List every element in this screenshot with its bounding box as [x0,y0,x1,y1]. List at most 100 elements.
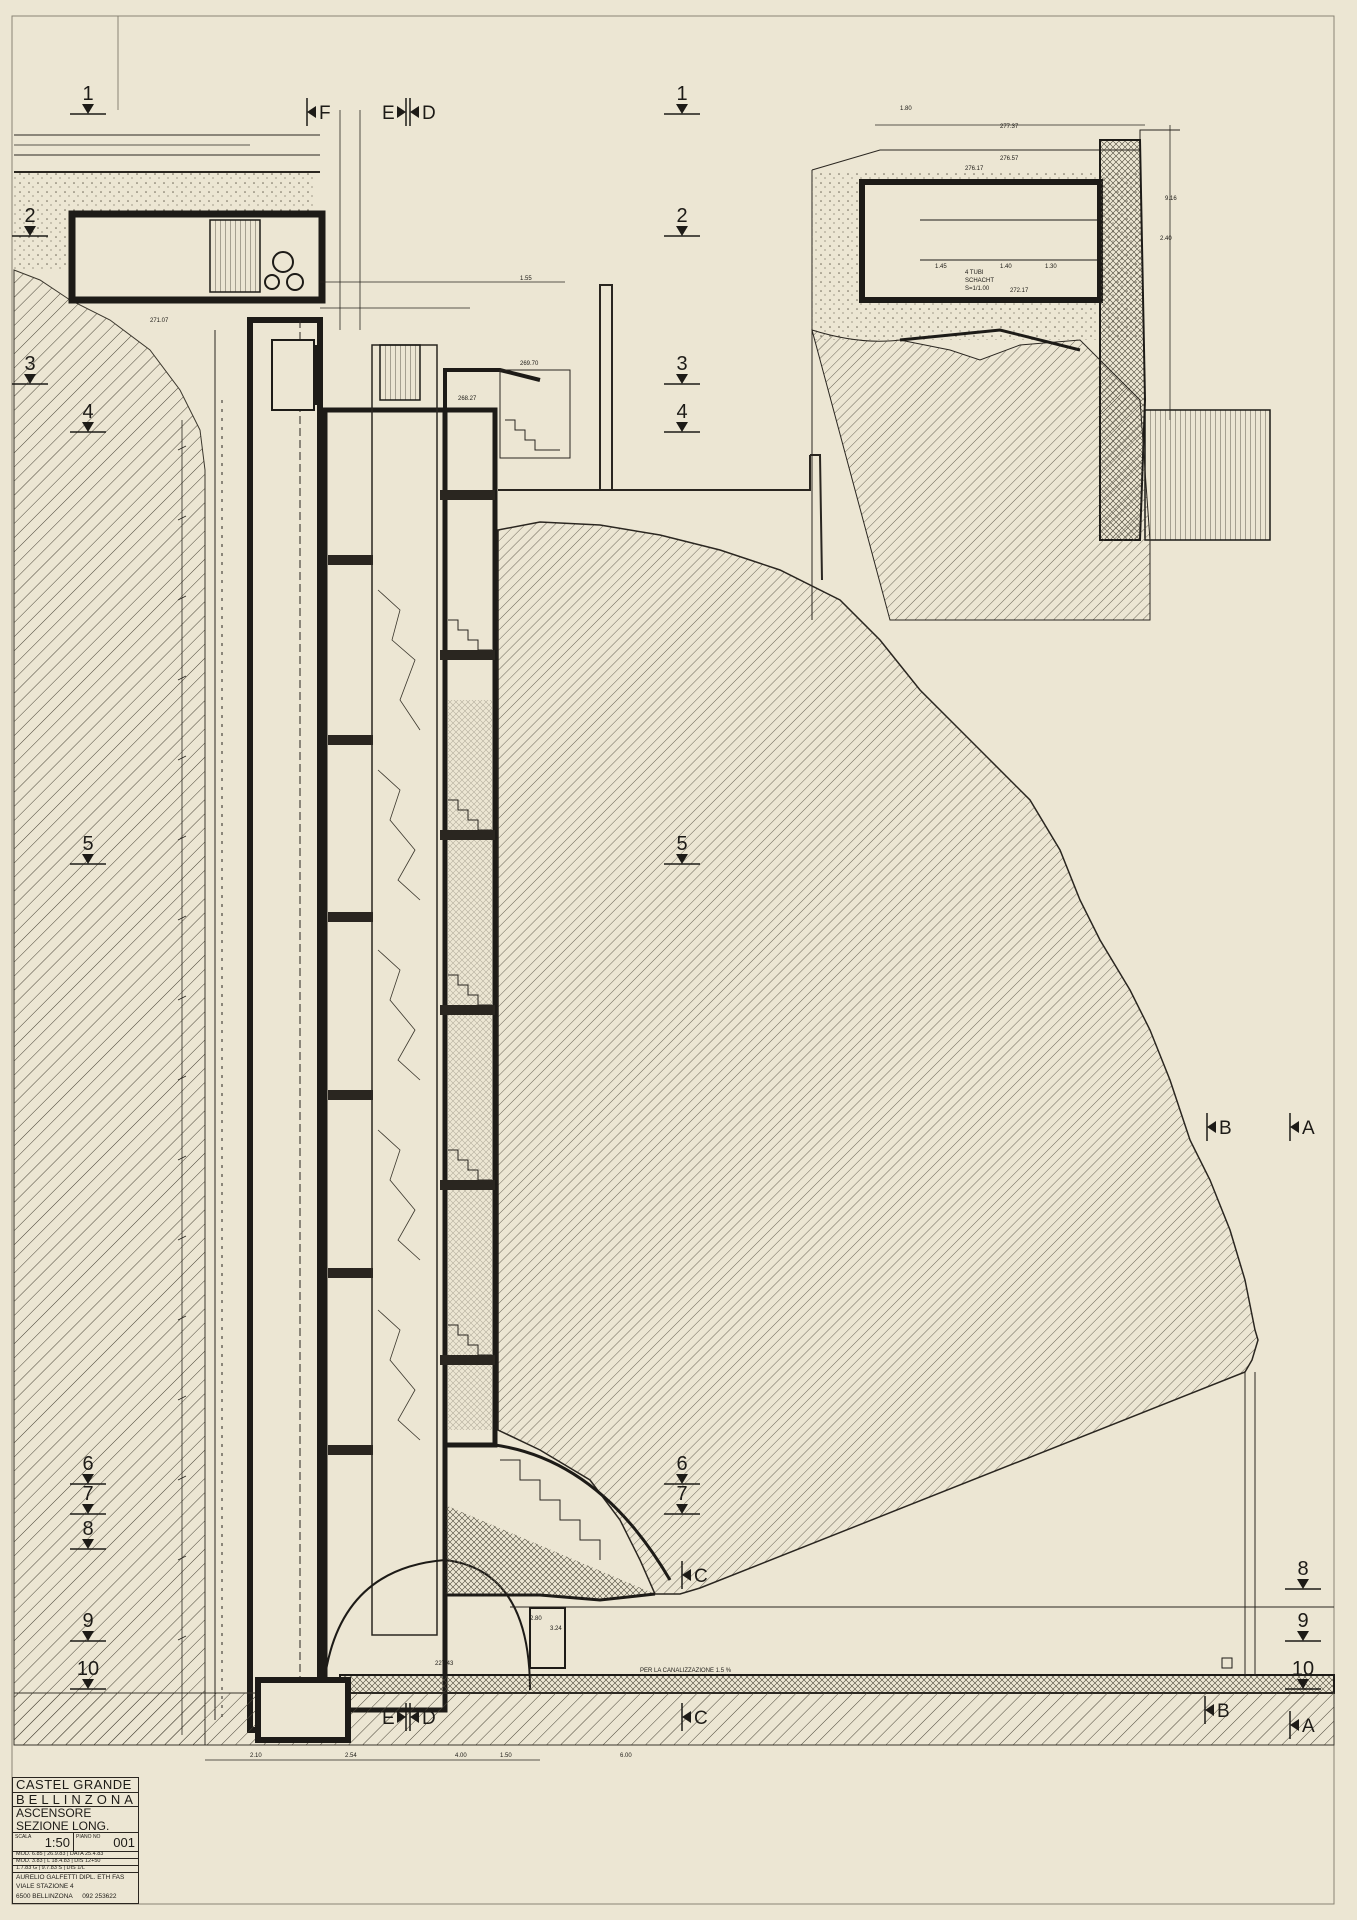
scale-label: SCALA [15,1834,32,1841]
elevation-label-2: 276.17 [965,166,984,172]
section-marker-bottom-c-label: C [694,1708,708,1729]
title-line3: ASCENSORE [16,1806,92,1821]
level-marker-middle-0-label: 1 [676,83,687,105]
elevation-label-6: 268.27 [458,396,477,402]
section-marker-mid-c-label: C [694,1566,708,1587]
level-marker-right-1: 9 [1285,1610,1321,1642]
level-marker-middle-4: 5 [664,833,700,865]
level-triangle-icon [82,1631,94,1641]
section-marker-top-f: F [306,98,331,126]
section-arrow-icon [1290,1719,1299,1731]
section-marker-bottom-c: C [681,1703,708,1731]
section-marker-bottom-e-label: E [382,1708,395,1729]
title-block: CASTEL GRANDE BELLINZONA ASCENSORE SEZIO… [12,1777,139,1904]
level-triangle-icon [1297,1631,1309,1641]
level-marker-middle-3-label: 4 [676,401,687,423]
section-marker-bottom-a: A [1289,1711,1315,1739]
level-marker-left-1-label: 2 [24,205,35,227]
dimension-label-1: 1.45 [935,264,947,270]
elevation-labels: 277.37276.57276.17272.17271.07269.70268.… [150,124,1029,1667]
elevator-shaft [247,317,323,1733]
mod-row-3: 1.7.83 G | 9.7.83 S | DIS 1/L [13,1865,138,1873]
title-line2: BELLINZONA [13,1792,138,1808]
level-marker-middle-0: 1 [664,83,700,115]
door [529,1607,566,1669]
level-triangle-icon [676,422,688,432]
elevation-label-7: 227.43 [435,1661,454,1667]
level-triangle-icon [82,1679,94,1689]
stone-wall [442,407,498,1448]
level-marker-left-7: 8 [70,1518,106,1550]
level-triangle-icon [676,374,688,384]
plan-label: PIANO NO [76,1834,101,1841]
inset-detail [811,124,1271,621]
level-marker-left-3: 4 [70,401,106,433]
section-marker-top-f-label: F [319,103,331,124]
address-line2: 6500 BELLINZONA [16,1892,73,1900]
level-triangle-icon [82,1539,94,1549]
section-marker-top-d-label: D [422,103,436,124]
level-marker-left-0: 1 [70,83,106,115]
section-marker-bottom-d: D [409,1703,436,1731]
curved-wall [494,1443,672,1581]
dimension-label-9: 2.80 [530,1616,542,1622]
dimension-label-7: 4.00 [455,1753,467,1759]
title-line1: CASTEL GRANDE [13,1778,138,1793]
stone-texture [377,589,421,1441]
level-triangle-icon [676,104,688,114]
level-triangle-icon [82,1504,94,1514]
section-marker-bottom-a-label: A [1302,1716,1315,1737]
channel-slab [339,1674,1335,1694]
rock-mass-right [497,521,1259,1595]
section-arrow-icon [397,1711,406,1723]
level-marker-left-9: 10 [70,1658,106,1690]
stair-flights [448,619,492,1356]
level-marker-middle-2: 3 [664,353,700,385]
level-markers-middle: 1 2 3 4 5 6 7 [664,83,700,1515]
level-triangle-icon [24,374,36,384]
scale-row: SCALA 1:50 PIANO NO 001 [13,1833,138,1853]
plan-value: 001 [113,1835,135,1851]
elevation-label-1: 276.57 [1000,156,1019,162]
level-marker-left-9-label: 10 [77,1658,99,1680]
elevation-label-0: 277.37 [1000,124,1019,130]
section-marker-mid-c: C [681,1561,708,1589]
level-marker-middle-1: 2 [664,205,700,237]
section-arrow-icon [397,106,406,118]
section-marker-bottom-d-label: D [422,1708,436,1729]
level-marker-middle-4-label: 5 [676,833,687,855]
section-marker-right-a: A [1289,1113,1315,1141]
section-arrow-icon [410,1711,419,1723]
level-marker-left-6-label: 7 [82,1483,93,1505]
dimension-label-11: 1.50 [500,1753,512,1759]
machine-room [68,210,326,304]
level-marker-left-6: 7 [70,1483,106,1515]
level-marker-left-2-label: 3 [24,353,35,375]
schacht-annotation: SCHACHT [965,278,994,284]
elevation-label-3: 272.17 [1010,288,1029,294]
section-marker-top-e: E [382,98,407,126]
scale-value: 1:50 [44,1835,70,1851]
section-marker-bottom-e: E [382,1703,407,1731]
level-marker-right-0-label: 8 [1297,1558,1308,1580]
level-marker-right-1-label: 9 [1297,1610,1308,1632]
level-marker-left-4-label: 5 [82,833,93,855]
channel-annotation: PER LA CANALIZZAZIONE 1.5 % [640,1668,732,1674]
dimension-ticks [177,445,187,1641]
schacht-sub-annotation: S=1/1.00 [965,286,990,292]
section-marker-top-e-label: E [382,103,395,124]
section-marker-bottom-b-label: B [1217,1701,1230,1722]
level-marker-middle-5-label: 6 [676,1453,687,1475]
top-dimensions [14,110,565,330]
level-marker-middle-2-label: 3 [676,353,687,375]
level-marker-middle-6-label: 7 [676,1483,687,1505]
section-arrow-icon [682,1711,691,1723]
level-marker-left-4: 5 [70,833,106,865]
dimension-label-8: 3.24 [550,1626,562,1632]
sheet-border [11,15,1335,1905]
concrete-base [443,1505,656,1602]
level-triangle-icon [1297,1679,1309,1689]
